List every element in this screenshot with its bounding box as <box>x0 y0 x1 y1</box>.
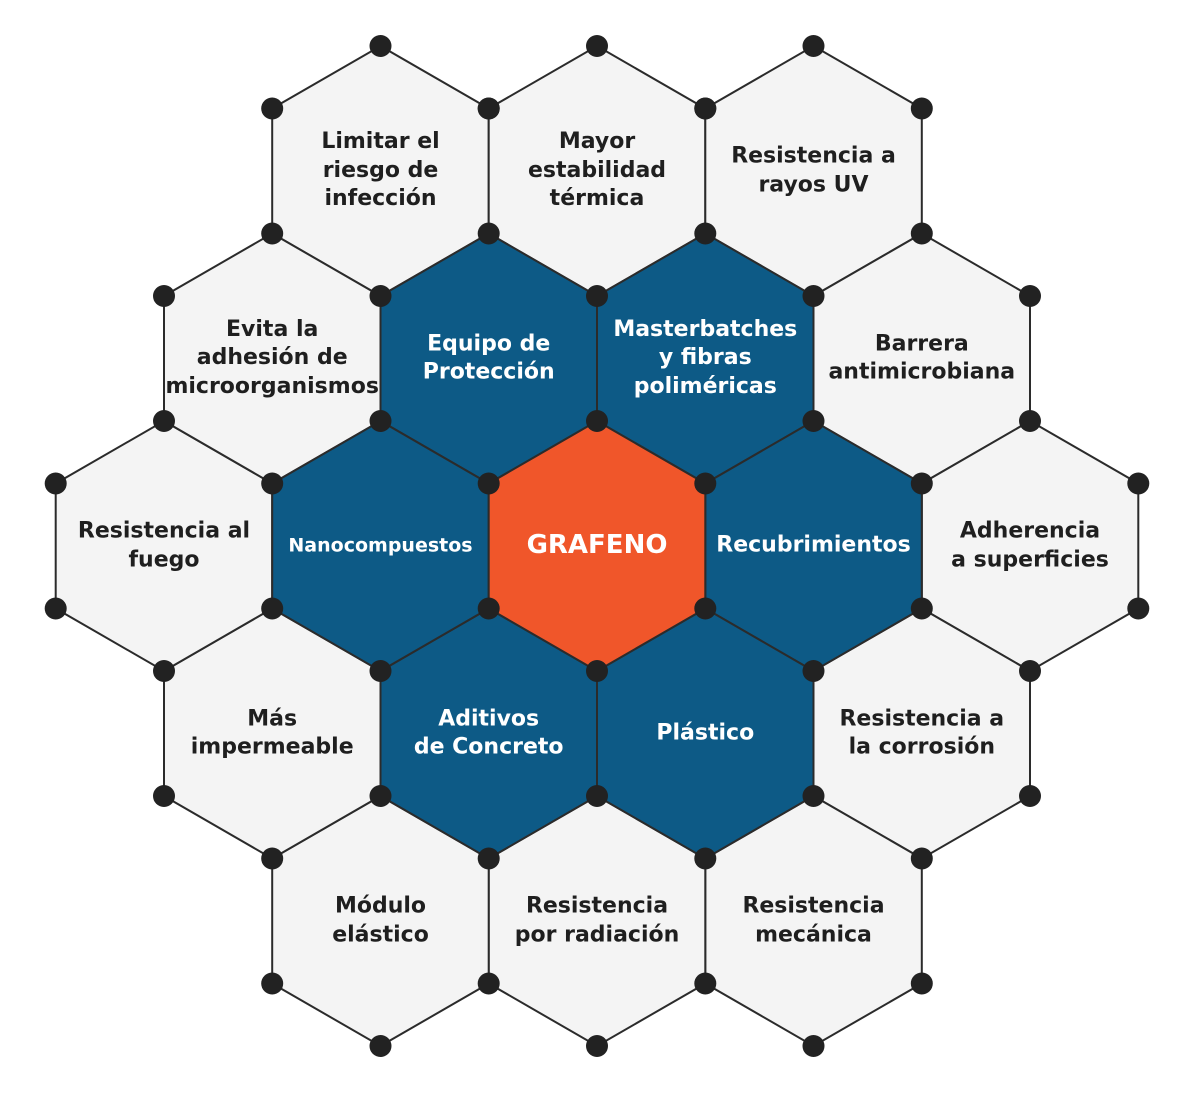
vertex-node <box>910 972 933 995</box>
vertex-node <box>261 597 284 620</box>
vertex-node <box>586 785 608 807</box>
vertex-node <box>369 785 392 807</box>
vertex-node <box>153 410 175 432</box>
vertex-node <box>802 410 825 432</box>
vertex-node <box>586 35 608 57</box>
vertex-node <box>1127 597 1150 620</box>
vertex-node <box>910 847 933 870</box>
vertex-node <box>694 847 717 870</box>
vertex-node <box>44 597 67 620</box>
vertex-node <box>369 285 392 307</box>
vertex-node <box>1019 660 1041 682</box>
vertex-node <box>586 410 608 432</box>
vertex-node <box>477 97 500 120</box>
vertex-node <box>694 222 717 245</box>
vertex-node <box>153 785 175 807</box>
vertex-node <box>910 472 933 495</box>
vertex-node <box>1019 410 1041 432</box>
vertex-node <box>261 847 284 870</box>
vertex-node <box>1019 285 1041 307</box>
vertex-node <box>694 97 717 120</box>
vertex-node <box>261 222 284 245</box>
vertex-node <box>910 97 933 120</box>
vertex-node <box>153 660 175 682</box>
vertex-node <box>1019 785 1041 807</box>
vertex-node <box>369 660 392 682</box>
vertex-node <box>477 847 500 870</box>
vertex-node <box>477 972 500 995</box>
vertex-node <box>586 285 608 307</box>
vertex-node <box>694 972 717 995</box>
vertex-node <box>369 1035 392 1057</box>
vertex-node <box>910 597 933 620</box>
vertex-node <box>802 785 825 807</box>
vertex-node <box>586 660 608 682</box>
vertex-node <box>802 285 825 307</box>
vertex-node <box>694 597 717 620</box>
vertex-node <box>1127 472 1150 495</box>
vertex-node <box>261 97 284 120</box>
vertex-node <box>802 35 825 57</box>
vertex-node <box>477 472 500 495</box>
vertex-node <box>477 597 500 620</box>
vertex-node <box>802 660 825 682</box>
vertex-node <box>369 410 392 432</box>
vertex-node <box>153 285 175 307</box>
vertex-node <box>477 222 500 245</box>
vertex-node <box>802 1035 825 1057</box>
vertex-node <box>369 35 392 57</box>
vertex-node <box>586 1035 608 1057</box>
vertex-node <box>261 472 284 495</box>
vertex-node <box>261 972 284 995</box>
vertex-node <box>910 222 933 245</box>
vertex-node <box>694 472 717 495</box>
vertex-node <box>44 472 67 495</box>
